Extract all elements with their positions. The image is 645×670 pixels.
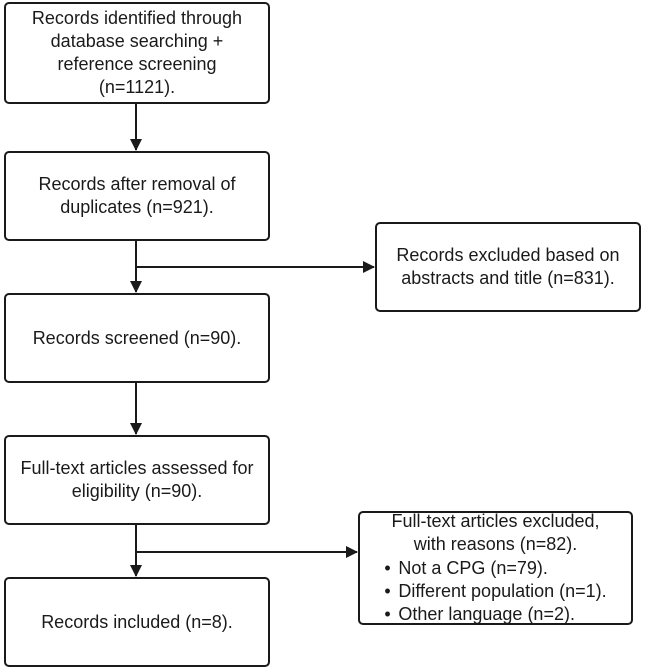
records-identified-line-3: reference screening xyxy=(57,54,217,74)
records-identified-box: Records identified through database sear… xyxy=(4,2,270,104)
records-included-line-1: Records included (n=8). xyxy=(41,611,233,632)
abstract-exclusion-line-1: Records excluded based on xyxy=(396,245,620,265)
fulltext-exclusion-header-1: Full-text articles excluded, xyxy=(391,511,600,531)
fulltext-assessed-box: Full-text articles assessed for eligibil… xyxy=(4,435,270,525)
bullet-icon: • xyxy=(384,604,391,624)
fulltext-exclusion-header-2: with reasons (n=82). xyxy=(413,534,578,554)
exclusion-reason-label: Not a CPG (n=79). xyxy=(398,558,548,578)
exclusion-reason-item: • Not a CPG (n=79). xyxy=(384,557,606,580)
records-deduplicated-line-2: duplicates (n=921). xyxy=(60,197,214,217)
arrow-to-fulltext-exclusion xyxy=(135,540,358,558)
records-identified-line-2: database searching + xyxy=(50,31,224,51)
records-screened-line-1: Records screened (n=90). xyxy=(32,327,242,348)
exclusion-reasons-list: • Not a CPG (n=79). • Different populati… xyxy=(384,557,606,626)
records-screened-box: Records screened (n=90). xyxy=(4,293,270,383)
records-identified-line-4: (n=1121). xyxy=(98,77,176,97)
fulltext-exclusion-box: Full-text articles excluded, with reason… xyxy=(358,511,633,625)
bullet-icon: • xyxy=(384,581,391,601)
fulltext-assessed-line-2: eligibility (n=90). xyxy=(71,481,203,501)
exclusion-reason-item: • Different population (n=1). xyxy=(384,580,606,603)
records-deduplicated-box: Records after removal of duplicates (n=9… xyxy=(4,151,270,241)
records-deduplicated-line-1: Records after removal of xyxy=(38,174,236,194)
records-included-box: Records included (n=8). xyxy=(4,577,270,667)
abstract-exclusion-line-2: abstracts and title (n=831). xyxy=(401,268,615,288)
abstract-exclusion-box: Records excluded based on abstracts and … xyxy=(375,222,641,312)
records-identified-line-1: Records identified through xyxy=(31,8,243,28)
fulltext-assessed-line-1: Full-text articles assessed for xyxy=(20,458,254,478)
exclusion-reason-label: Other language (n=2). xyxy=(398,604,575,624)
arrow-to-abstract-exclusion xyxy=(135,255,375,273)
exclusion-reason-item: • Other language (n=2). xyxy=(384,603,606,626)
bullet-icon: • xyxy=(384,558,391,578)
exclusion-reason-label: Different population (n=1). xyxy=(398,581,607,601)
